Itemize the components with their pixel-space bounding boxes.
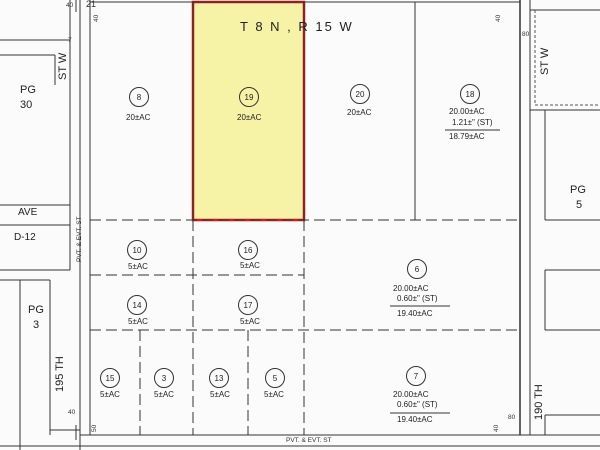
parcel-acres-8: 20±AC bbox=[126, 113, 151, 122]
street-label-190th: 190 TH bbox=[533, 384, 545, 420]
street-label-pvt-vertical: PVT. & EVT. ST bbox=[76, 216, 83, 262]
dimension-label: 40 bbox=[93, 14, 100, 22]
parcel-acres-6-street: 0.60±" (ST) bbox=[397, 294, 438, 303]
parcel-number-15[interactable]: 15 bbox=[100, 368, 120, 388]
street-label-st-w-left: ST W bbox=[57, 52, 69, 80]
parcel-acres-7-gross: 20.00±AC bbox=[393, 390, 429, 399]
parcel-acres-6-net: 19.40±AC bbox=[397, 309, 433, 318]
parcel-number-14[interactable]: 14 bbox=[127, 295, 147, 315]
parcel-acres-5: 5±AC bbox=[264, 390, 284, 399]
parcel-number-18[interactable]: 18 bbox=[460, 84, 480, 104]
parcel-number-13[interactable]: 13 bbox=[209, 368, 229, 388]
street-label-st-w-right: ST W bbox=[539, 47, 551, 75]
parcel-acres-6-gross: 20.00±AC bbox=[393, 284, 429, 293]
page-ref-pg3-num: 3 bbox=[33, 319, 40, 331]
parcel-acres-7-street: 0.60±" (ST) bbox=[397, 400, 438, 409]
dimension-label: 80 bbox=[522, 31, 530, 38]
page-ref-pg30-label: PG bbox=[20, 84, 36, 96]
parcel-number-3[interactable]: 3 bbox=[154, 368, 174, 388]
parcel-acres-10: 5±AC bbox=[128, 262, 148, 271]
street-label-195th: 195 TH bbox=[54, 356, 66, 392]
dimension-label: 40 bbox=[68, 409, 76, 416]
parcel-number-19[interactable]: 19 bbox=[239, 87, 259, 107]
parcel-acres-20: 20±AC bbox=[347, 108, 372, 117]
parcel-19-highlight[interactable] bbox=[191, 0, 306, 222]
parcel-acres-14: 5±AC bbox=[128, 317, 148, 326]
dimension-label: 40 bbox=[493, 424, 500, 432]
parcel-number-6[interactable]: 6 bbox=[407, 259, 427, 279]
parcel-number-20[interactable]: 20 bbox=[350, 84, 370, 104]
page-ref-d12: D-12 bbox=[14, 232, 36, 243]
street-label-ave: AVE bbox=[18, 207, 38, 218]
parcel-acres-18-street: 1.21±" (ST) bbox=[452, 118, 493, 127]
township-label: T 8 N , R 15 W bbox=[240, 19, 354, 34]
dimension-label: 40 bbox=[495, 14, 502, 22]
street-label-pvt-bottom: PVT. & EVT. ST bbox=[286, 437, 332, 444]
parcel-acres-19: 20±AC bbox=[237, 113, 262, 122]
parcel-acres-18-net: 18.79±AC bbox=[449, 132, 485, 141]
parcel-number-10[interactable]: 10 bbox=[127, 240, 147, 260]
parcel-number-16[interactable]: 16 bbox=[238, 240, 258, 260]
parcel-acres-16: 5±AC bbox=[240, 261, 260, 270]
parcel-acres-18-gross: 20.00±AC bbox=[449, 107, 485, 116]
parcel-acres-15: 5±AC bbox=[100, 390, 120, 399]
parcel-acres-13: 5±AC bbox=[210, 390, 230, 399]
dimension-label: 80 bbox=[508, 414, 516, 421]
dimension-label: 50 bbox=[91, 424, 98, 432]
parcel-acres-3: 5±AC bbox=[154, 390, 174, 399]
parcel-acres-17: 5±AC bbox=[240, 317, 260, 326]
page-ref-pg3-label: PG bbox=[28, 304, 44, 316]
parcel-number-7[interactable]: 7 bbox=[406, 366, 426, 386]
parcel-number-5[interactable]: 5 bbox=[265, 368, 285, 388]
dimension-label: 40 bbox=[66, 2, 74, 9]
parcel-number-17[interactable]: 17 bbox=[238, 295, 258, 315]
dimension-label: 21 bbox=[86, 0, 97, 9]
dimension-label: 7 bbox=[68, 37, 72, 44]
parcel-acres-7-net: 19.40±AC bbox=[397, 415, 433, 424]
page-ref-pg5-label: PG bbox=[570, 184, 586, 196]
parcel-number-8[interactable]: 8 bbox=[129, 87, 149, 107]
page-ref-pg30-num: 30 bbox=[20, 99, 33, 111]
page-ref-pg5-num: 5 bbox=[576, 199, 583, 211]
